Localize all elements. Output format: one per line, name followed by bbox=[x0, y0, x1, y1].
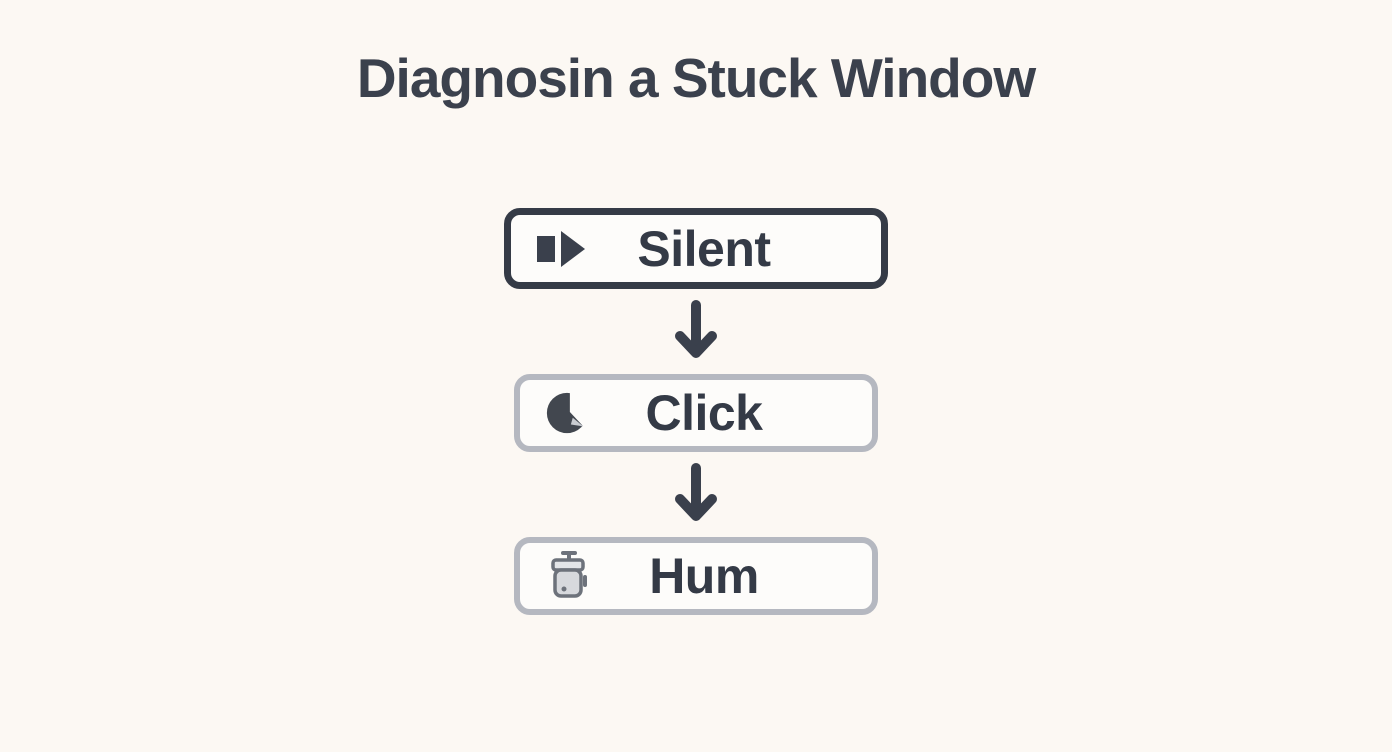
step-box-click: Click bbox=[514, 374, 878, 452]
pie-chart-icon bbox=[544, 390, 590, 436]
step-forward-icon bbox=[535, 229, 587, 269]
page-title: Diagnosin a Stuck Window bbox=[356, 47, 1036, 109]
step-box-hum: Hum bbox=[514, 537, 878, 615]
down-arrow-icon bbox=[675, 463, 717, 521]
step-label: Click bbox=[645, 385, 763, 441]
down-arrow-icon bbox=[675, 300, 717, 358]
step-label: Silent bbox=[637, 220, 771, 277]
appliance-icon bbox=[544, 549, 594, 603]
step-box-silent: Silent bbox=[504, 208, 888, 289]
step-label: Hum bbox=[649, 548, 759, 604]
flowchart: Silent Click bbox=[0, 208, 1392, 615]
